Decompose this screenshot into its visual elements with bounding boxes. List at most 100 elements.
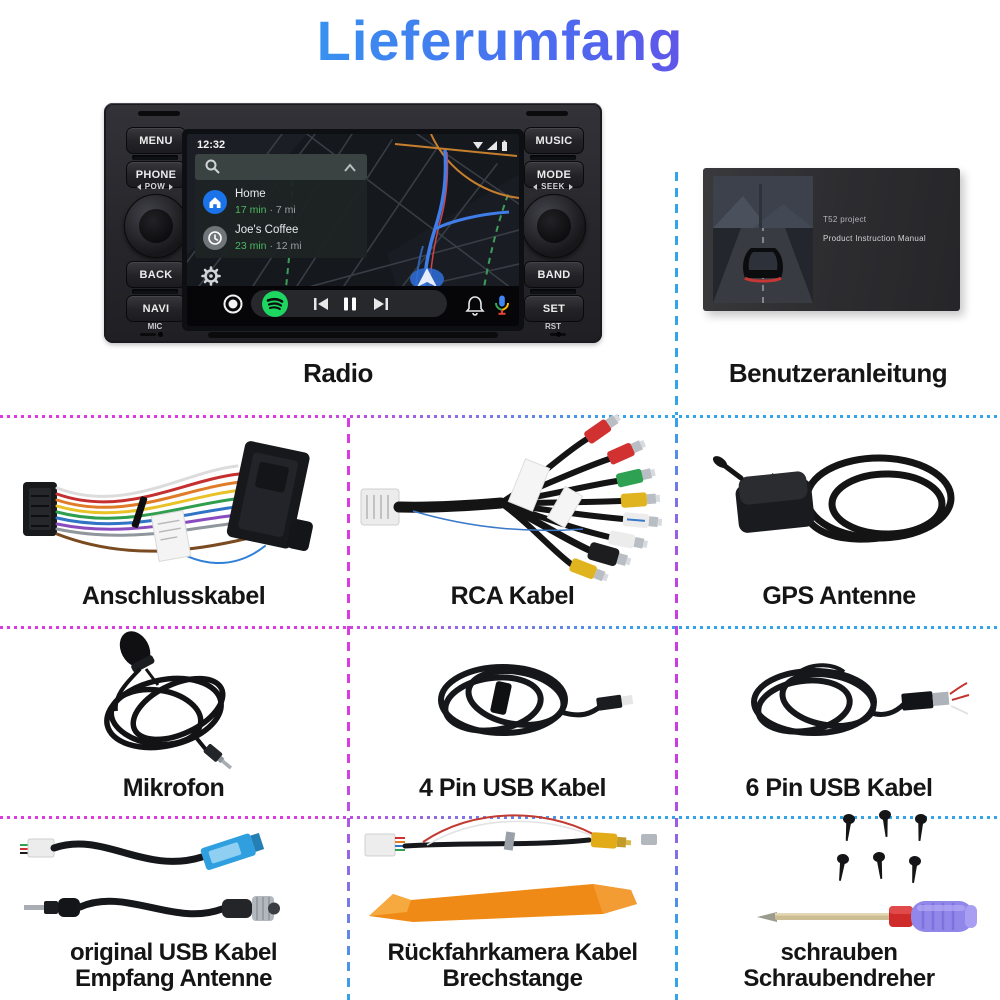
grid-line	[0, 415, 1000, 418]
item-cell-anschlusskabel: Anschlusskabel	[0, 418, 347, 626]
grid-line	[347, 418, 350, 1000]
screen-dock	[187, 286, 519, 326]
arrow-left-icon	[533, 183, 538, 190]
search-icon	[205, 159, 220, 174]
mikrofon-image	[103, 631, 232, 770]
item-label: Mikrofon	[122, 774, 225, 802]
manual-image: T52 project Product Instruction Manual	[703, 168, 960, 311]
bell-icon	[465, 296, 485, 316]
screen-clock: 12:32	[197, 139, 226, 151]
skip-previous-icon	[314, 298, 328, 310]
manual-label: Benutzeranleitung	[728, 358, 948, 388]
gps-antenne-image	[712, 454, 955, 543]
item-label: Anschlusskabel	[81, 582, 266, 610]
item-label: Rückfahrkamera Kabel	[387, 939, 638, 967]
arrow-right-icon	[568, 183, 573, 190]
page-title: Lieferumfang	[0, 8, 1000, 73]
item-cell-schrauben: schrauben Schraubendreher	[678, 810, 1000, 1000]
music-button: MUSIC	[524, 127, 584, 154]
usb-4pin-image	[437, 663, 633, 736]
mic-port-label: MIC	[147, 322, 163, 331]
arrow-right-icon	[169, 183, 174, 190]
home-ring-icon	[223, 294, 243, 314]
gear-icon	[201, 266, 221, 286]
item-cell-4pin-usb: 4 Pin USB Kabel	[350, 628, 675, 816]
cd-slot	[208, 332, 498, 338]
item-cell-6pin-usb: 6 Pin USB Kabel	[678, 628, 1000, 816]
screen-bezel: 12:32	[182, 129, 524, 331]
orig-usb-antenne-image	[19, 833, 280, 922]
grid-line	[675, 172, 678, 415]
search-bar	[195, 154, 367, 180]
mode-button: MODE	[524, 161, 584, 188]
item-cell-mikrofon: Mikrofon	[0, 628, 347, 816]
grid-line	[0, 626, 1000, 629]
destinations-panel: Home 17 min · 7 mi Joe's Coffee 23 min	[195, 154, 367, 258]
schrauben-schraubendreher-image	[757, 810, 977, 933]
nav-arrow-icon	[417, 268, 437, 287]
kamera-kabel-brechstange-image	[364, 814, 657, 923]
radio-screen: 12:32	[187, 134, 519, 326]
destination-row: Home 17 min · 7 mi	[195, 185, 367, 219]
status-icons	[473, 140, 507, 151]
item-label: RCA Kabel	[450, 582, 575, 610]
home-icon	[203, 190, 227, 214]
grid-line	[675, 418, 678, 1000]
chevron-up-icon	[344, 163, 356, 172]
item-label: GPS Antenne	[762, 582, 916, 610]
vent-slot	[138, 111, 180, 116]
rca-kabel-image	[360, 413, 662, 582]
destination-row: Joe's Coffee 23 min · 12 mi	[195, 221, 367, 255]
voice-mic-icon	[495, 295, 509, 315]
seek-knob-label: SEEK	[524, 182, 582, 191]
destination-subtext: 23 min · 12 mi	[235, 240, 302, 252]
button-divider	[530, 155, 576, 160]
item-cell-kamera-brechstange: Rückfahrkamera Kabel Brechstange	[350, 814, 675, 1000]
radio-label: Radio	[303, 358, 373, 388]
button-divider	[530, 289, 576, 294]
vent-slot	[526, 111, 568, 116]
history-icon	[203, 226, 227, 250]
item-label-line2: Empfang Antenne	[75, 965, 272, 993]
item-label-line2: Schraubendreher	[743, 965, 935, 993]
media-pill	[251, 290, 447, 317]
power-knob	[124, 194, 188, 258]
usb-6pin-image	[751, 662, 970, 736]
grid-line	[0, 816, 1000, 819]
vent-slot	[140, 333, 156, 336]
button-divider	[132, 289, 178, 294]
item-label: 4 Pin USB Kabel	[419, 774, 607, 802]
menu-button: MENU	[126, 127, 186, 154]
band-button: BAND	[524, 261, 584, 288]
destination-subtext: 17 min · 7 mi	[235, 204, 296, 216]
seek-knob	[522, 194, 586, 258]
arrow-left-icon	[136, 183, 141, 190]
mic-hole	[158, 332, 163, 337]
item-cell-orig-usb-antenne: original USB Kabel Empfang Antenne	[0, 818, 347, 1000]
back-button: BACK	[126, 261, 186, 288]
manual-cover-photo	[713, 176, 813, 303]
phone-button: PHONE	[126, 161, 186, 188]
battery-icon	[502, 142, 507, 151]
rst-hole	[556, 332, 561, 337]
item-label: 6 Pin USB Kabel	[745, 774, 934, 802]
navi-button: NAVI	[126, 295, 186, 322]
radio-unit-image: MENU PHONE POW BACK NAVI MIC MUSIC MODE …	[104, 103, 602, 343]
anschlusskabel-image	[22, 440, 313, 564]
manual-title-text: Product Instruction Manual	[823, 234, 926, 243]
item-label: original USB Kabel	[69, 939, 278, 967]
item-cell-rca-kabel: RCA Kabel	[350, 413, 675, 626]
manual-project-text: T52 project	[823, 215, 867, 224]
spotify-icon	[262, 291, 288, 317]
rst-port-label: RST	[545, 322, 561, 331]
set-button: SET	[524, 295, 584, 322]
item-label-line2: Brechstange	[442, 965, 583, 993]
item-cell-gps-antenne: GPS Antenne	[678, 418, 1000, 626]
item-label: schrauben	[780, 939, 898, 967]
destination-name: Home	[235, 188, 266, 200]
pow-knob-label: POW	[126, 182, 184, 191]
download-triangle-icon	[473, 142, 483, 149]
destination-name: Joe's Coffee	[235, 224, 299, 236]
button-divider	[132, 155, 178, 160]
